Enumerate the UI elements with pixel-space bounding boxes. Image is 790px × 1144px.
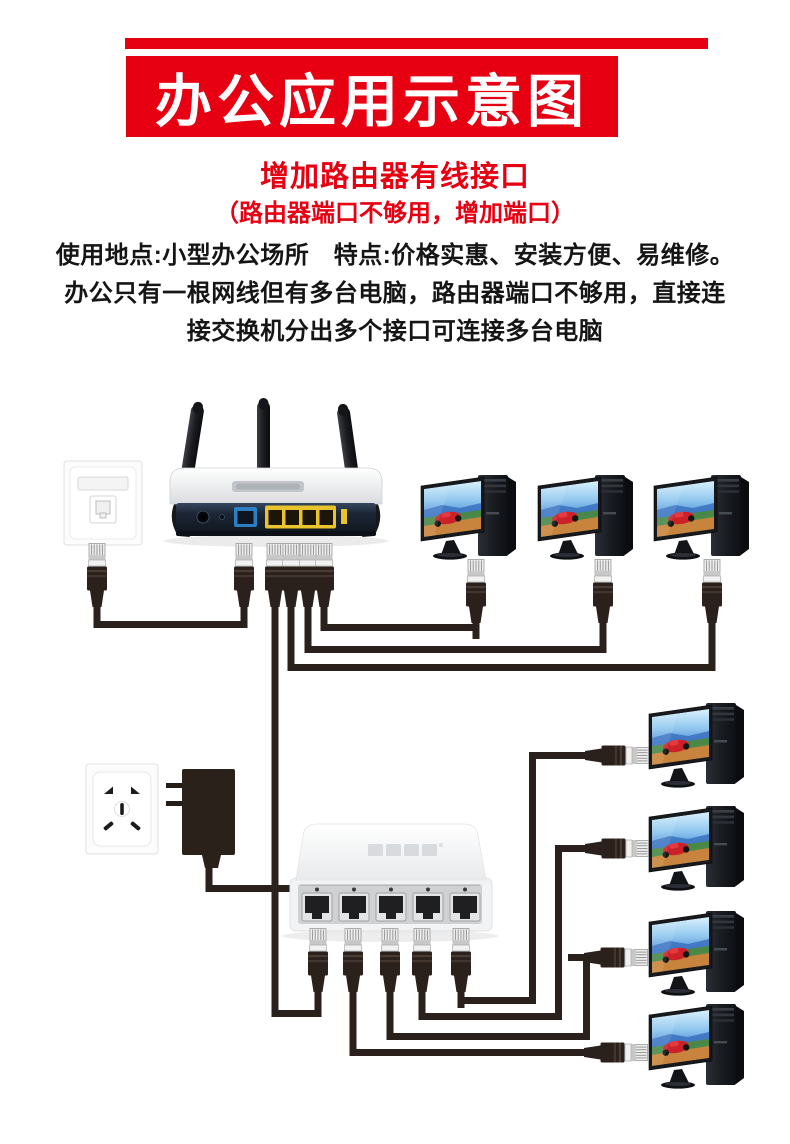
rj45-plug-switch5 [450,928,472,1009]
page-title: 办公应用示意图 [155,69,589,134]
power-adapter [166,769,235,868]
computers-right-column [649,703,744,1089]
switch-ports [301,892,481,922]
switch-brand-logo [368,843,443,856]
router-reset-button [218,514,225,521]
socket-label-window [77,476,129,491]
rj45-plug-pc2 [592,559,614,640]
desktop-computer-2 [538,475,633,560]
rj45-plug-pc3 [701,559,723,640]
desktop-computer-5 [649,806,744,891]
desktop-computer-6 [649,911,744,996]
wall-ethernet-socket [63,460,143,546]
desktop-computer-7 [649,1004,744,1089]
rj45-plug-switch4 [411,928,433,1009]
description-line-3: 接交换机分出多个接口可连接多台电脑 [186,318,604,345]
rj45-plug-switch1 [307,928,329,1009]
cable-switch2-to-pc7 [349,992,602,1056]
wireless-router [164,398,388,547]
rj45-plug-wall [86,543,108,624]
description-line-2: 办公只有一根网线但有多台电脑，路由器端口不够用，直接连 [64,280,726,307]
cable-wall-to-wan [93,598,248,628]
page-title-banner: 办公应用示意图 [126,56,618,137]
cable-lan3-to-pc2 [304,598,607,653]
rj45-plug-switch2 [342,928,364,1009]
rj45-plug-pc7 [567,1042,648,1063]
desktop-computer-3 [654,475,749,560]
rj45-plug-lan4 [313,543,335,624]
router-lan-ports [265,505,347,529]
rj45-plug-pc6 [567,947,648,968]
ethernet-switch [282,823,498,942]
switch-port-leds [315,887,467,892]
banner-top-ribbon [125,38,708,49]
power-socket [85,763,159,855]
description-paragraph: 使用地点:小型办公场所 特点:价格实惠、安装方便、易维修。 办公只有一根网线但有… [0,239,790,353]
rj45-plug-pc5 [568,838,649,859]
cable-power-adapter-to-switch [205,862,292,892]
rj45-plug-switch3 [379,928,401,1009]
desktop-computer-1 [421,475,516,560]
description-line-1: 使用地点:小型办公场所 特点:价格实惠、安装方便、易维修。 [55,242,735,269]
subtitle-note: （路由器端口不够用，增加端口） [215,200,575,227]
rj45-plug-pc4 [568,745,649,766]
cable-lan2-to-pc3 [287,598,716,671]
subtitle: 增加路由器有线接口 [259,161,530,193]
rj45-jack-opening [95,500,111,515]
cable-lan4-to-pc1 [320,598,480,631]
desktop-computer-4 [649,703,744,788]
computers-top-row [421,475,749,560]
rj45-plug-wan [233,543,255,624]
